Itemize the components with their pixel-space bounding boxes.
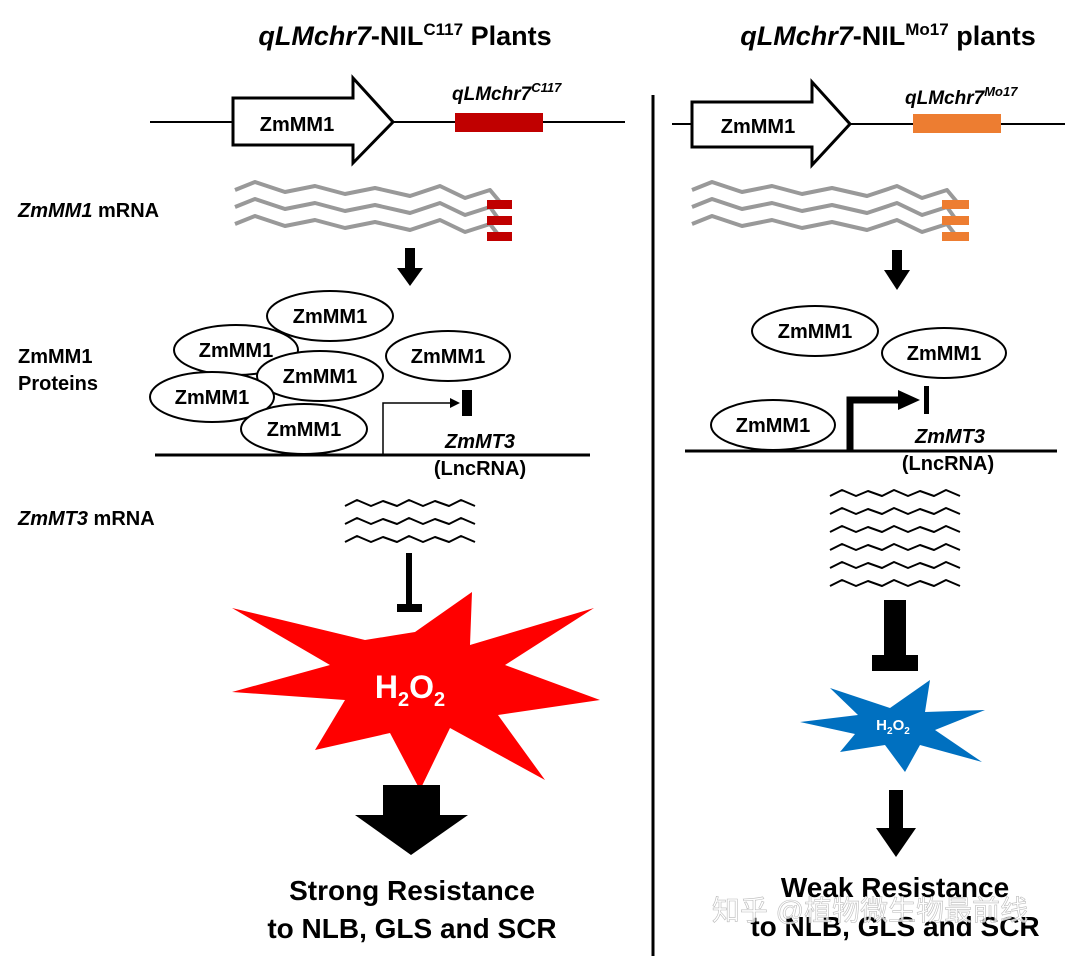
right-h2o2-burst	[800, 680, 985, 772]
right-protein-oval: ZmMM1	[881, 327, 1007, 379]
left-protein-oval: ZmMM1	[385, 330, 511, 382]
right-h2o2-label: H2O2	[876, 717, 910, 737]
left-title: qLMchr7-NILC117 Plants	[258, 20, 551, 51]
svg-text:ZmMM1: ZmMM1	[411, 346, 485, 368]
right-mrna-utr-caps	[942, 200, 969, 241]
svg-text:ZmMM1: ZmMM1	[736, 415, 810, 437]
left-h2o2-burst	[232, 592, 600, 790]
svg-text:ZmMM1: ZmMM1	[283, 366, 357, 388]
left-translation-arrow	[397, 248, 423, 286]
left-zmmm1-gene-arrow	[231, 74, 396, 167]
right-outcome-line1: Weak Resistance	[781, 872, 1009, 903]
left-zmmt3-mrna-label: ZmMT3 mRNA	[17, 508, 155, 530]
right-outcome-line2: to NLB, GLS and SCR	[750, 911, 1039, 942]
right-zmmm1-gene-arrow	[690, 78, 853, 169]
left-gene-arrow-label: ZmMM1	[260, 114, 334, 136]
left-protein-oval: ZmMM1	[240, 403, 368, 455]
svg-text:ZmMM1: ZmMM1	[199, 340, 273, 362]
right-title: qLMchr7-NILMo17 plants	[740, 20, 1035, 51]
right-protein-oval: ZmMM1	[751, 305, 879, 357]
left-weak-promoter-arrow	[382, 390, 472, 455]
left-outcome-line1: Strong Resistance	[289, 875, 535, 906]
left-protein-oval: ZmMM1	[256, 350, 384, 402]
svg-text:ZmMM1: ZmMM1	[778, 321, 852, 343]
right-zmmt3-gene-label: ZmMT3	[914, 426, 985, 448]
left-zmmt3-gene-label: ZmMT3	[444, 431, 515, 453]
left-panel: qLMchr7-NILC117 Plants ZmMM1 qLMchr7C117…	[17, 20, 625, 944]
left-lncrna-label: (LncRNA)	[434, 458, 526, 480]
left-proteins-label-line1: ZmMM1	[18, 346, 92, 368]
right-locus-box	[913, 114, 1001, 133]
right-zmmm1-mrna-strands	[691, 180, 962, 239]
left-outcome-line2: to NLB, GLS and SCR	[267, 913, 556, 944]
right-translation-arrow	[884, 250, 910, 290]
right-lncrna-label: (LncRNA)	[902, 453, 994, 475]
svg-text:ZmMM1: ZmMM1	[267, 419, 341, 441]
right-panel: qLMchr7-NILMo17 plants ZmMM1 qLMchr7Mo17…	[672, 20, 1065, 942]
svg-text:ZmMM1: ZmMM1	[175, 387, 249, 409]
right-zmmt3-mrna-strands	[829, 489, 961, 587]
left-locus-label: qLMchr7C117	[452, 80, 562, 105]
right-outcome-arrow	[876, 790, 916, 857]
left-proteins-label-line2: Proteins	[18, 373, 98, 395]
left-protein-oval: ZmMM1	[266, 290, 394, 342]
left-locus-box	[455, 113, 543, 132]
svg-text:ZmMM1: ZmMM1	[907, 343, 981, 365]
left-inhibition-symbol	[397, 553, 422, 612]
left-mrna-utr-caps	[487, 200, 512, 241]
right-gene-arrow-label: ZmMM1	[721, 116, 795, 138]
right-locus-label: qLMchr7Mo17	[905, 84, 1018, 109]
svg-text:ZmMM1: ZmMM1	[293, 306, 367, 328]
right-inhibition-symbol	[872, 600, 918, 671]
watermark: 知乎 @植物微生物最前线	[712, 895, 1028, 926]
right-protein-oval: ZmMM1	[710, 399, 836, 451]
right-strong-promoter-arrow	[846, 386, 929, 451]
left-zmmm1-mrna-label: ZmMM1 mRNA	[17, 200, 159, 222]
left-zmmm1-mrna-strands	[234, 180, 505, 239]
left-h2o2-label: H2O2	[375, 669, 445, 711]
left-protein-oval: ZmMM1	[149, 371, 275, 423]
left-zmmt3-mrna-strands	[344, 499, 476, 543]
left-outcome-arrow	[355, 785, 468, 855]
